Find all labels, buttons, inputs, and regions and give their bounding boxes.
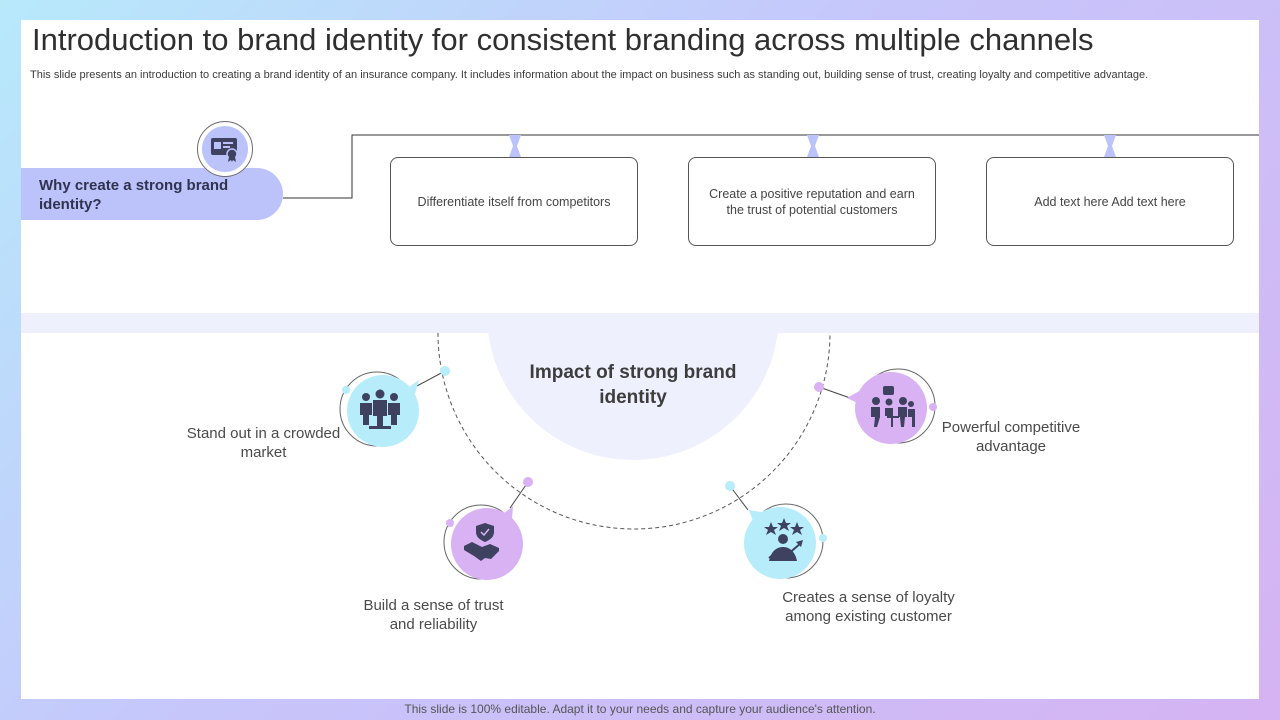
arc-dot [725,481,735,491]
connector-lines [283,134,1259,199]
id-card-icon [202,126,248,172]
impact-label-loyalty: Creates a sense of loyalty among existin… [782,589,955,625]
reason-box-2: Create a positive reputation and earn th… [688,157,936,246]
impact-diagram [339,332,937,580]
reason-box-3: Add text here Add text here [986,157,1234,246]
connector-notch [509,135,521,157]
arc-dot [523,477,533,487]
handshake-shield-icon [443,504,523,580]
slide: Introduction to brand identity for consi… [21,20,1259,699]
center-label: Impact of strong brand identity [529,362,737,408]
stars-growth-icon [744,503,827,579]
page-title: Introduction to brand identity for consi… [32,22,1094,57]
connector-notch [1104,135,1116,157]
page-subtitle: This slide presents an introduction to c… [30,69,1149,81]
impact-label-stand-out: Stand out in a crowded market [186,425,341,461]
impact-label-trust: Build a sense of trust and reliability [363,597,504,633]
why-label: Why create a strong brand identity? [39,177,229,213]
arc-dot [814,382,824,392]
impact-label-advantage: Powerful competitive advantage [941,419,1081,455]
reason-box-1: Differentiate itself from competitors [390,157,638,246]
team-standing-icon [339,371,419,447]
dashed-arc [437,332,831,530]
arc-dot [440,366,450,376]
connector-notch [807,135,819,157]
meeting-people-icon [847,368,937,444]
why-pill [21,168,283,220]
footer-note: This slide is 100% editable. Adapt it to… [404,702,876,716]
